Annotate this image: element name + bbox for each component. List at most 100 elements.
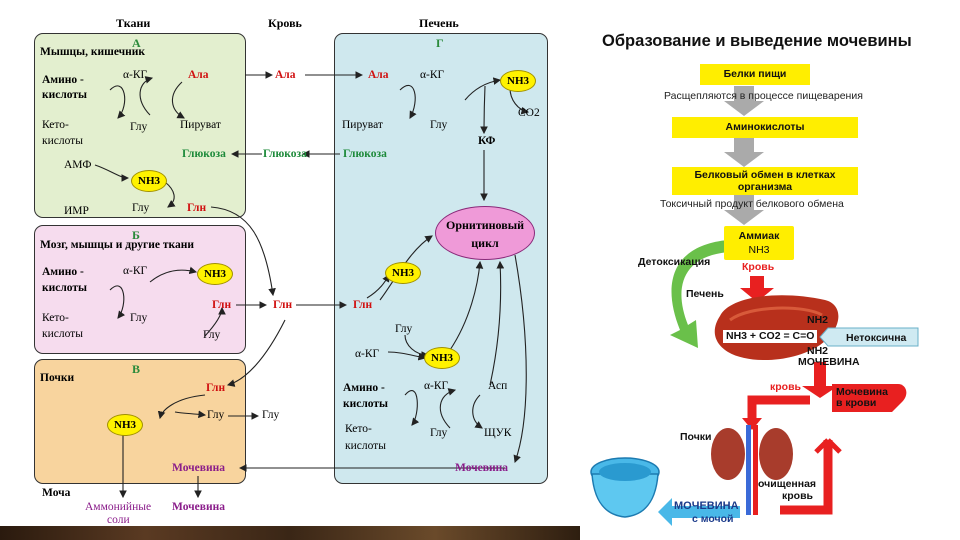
column-liver: Печень: [419, 16, 459, 30]
urea-formation-infographic: Образование и выведение мочевины Белки п…: [580, 0, 960, 540]
liver-label: Печень: [686, 288, 724, 300]
digest-caption: Расщепляются в процессе пищеварения: [664, 90, 863, 102]
liver-akg2: α-КГ: [355, 348, 380, 360]
liver-nh3-bubble: NH3: [500, 70, 536, 92]
cleaned-blood-line2: кровь: [782, 490, 813, 502]
toxic-caption: Токсичный продукт белкового обмена: [660, 198, 844, 210]
infographic-title: Образование и выведение мочевины: [602, 32, 912, 50]
liver-glu: Глу: [430, 119, 448, 131]
box-b-gln: Глн: [212, 299, 232, 311]
urea-urine-line1: МОЧЕВИНА: [674, 500, 739, 512]
blood-gln: Глн: [273, 299, 293, 311]
box-a-imr: ИМР: [64, 205, 89, 217]
detox-label: Детоксикация: [638, 256, 711, 268]
box-b-keto2: кислоты: [42, 328, 83, 340]
dark-texture-strip: [0, 526, 580, 540]
box-v-title: Почки: [40, 372, 75, 384]
kidneys-label: Почки: [680, 431, 712, 443]
box-a-amf: АМФ: [64, 159, 92, 171]
box-a-title: Мышцы, кишечник: [40, 46, 146, 58]
box-a-nh3-bubble: NH3: [131, 170, 167, 192]
nh2-bottom: NH2: [807, 345, 829, 357]
box-b-akg: α-КГ: [123, 265, 148, 277]
box-v-glu: Глу: [207, 409, 225, 421]
amino-acids-box: Аминокислоты: [672, 117, 858, 138]
box-b-amino1: Амино -: [42, 266, 84, 278]
box-a-akg: α-КГ: [123, 69, 148, 81]
nitrogen-metabolism-diagram: Ткани Кровь Печень: [34, 16, 548, 526]
liver-ala: Ала: [368, 69, 389, 81]
liver-glu3: Глу: [430, 427, 448, 439]
box-b-glu: Глу: [130, 312, 148, 324]
urea-urine-line2: с мочой: [692, 513, 734, 525]
liver-akg3: α-КГ: [424, 380, 449, 392]
liver-co2: CO2: [518, 107, 540, 119]
liver-keto2: кислоты: [345, 440, 386, 452]
box-b-nh3-bubble: NH3: [197, 263, 233, 285]
ornithine-cycle: Орнитиновый цикл: [435, 206, 535, 260]
urea-in-blood-badge: Мочевина в крови: [836, 387, 888, 409]
liver-shchuk: ЩУК: [484, 427, 512, 439]
box-b-glu2: Глу: [203, 329, 221, 341]
liver-urea: Мочевина: [455, 462, 508, 474]
box-v-gln: Глн: [206, 382, 226, 394]
box-a-pyruvate: Пируват: [180, 119, 221, 131]
blood-glucose: Глюкоза: [263, 148, 307, 160]
urea-caps-label: МОЧЕВИНА: [798, 356, 860, 368]
blood-ala: Ала: [275, 69, 296, 81]
box-brain-tissues: [34, 225, 246, 354]
box-b-title: Мозг, мышцы и другие ткани: [40, 239, 194, 251]
urea-blood-line1: Мочевина: [836, 386, 888, 398]
liver-amino2: кислоты: [343, 398, 389, 410]
box-a-glucose: Глюкоза: [182, 148, 226, 160]
liver-asp: Асп: [488, 380, 508, 392]
box-a-amino1: Амино -: [42, 74, 84, 86]
food-proteins-box: Белки пищи: [700, 64, 810, 85]
liver-letter: Г: [436, 36, 444, 50]
liver-nh3-bubble-3: NH3: [424, 347, 460, 369]
blood-glu: Глу: [262, 409, 280, 421]
column-blood: Кровь: [268, 16, 302, 30]
liver-nh3-bubble-2: NH3: [385, 262, 421, 284]
box-a-glu: Глу: [130, 121, 148, 133]
reaction-formula: NH3 + CO2 = C=O: [723, 330, 818, 343]
box-b-amino2: кислоты: [42, 282, 88, 294]
protein-exchange-box: Белковый обмен в клетках организма: [672, 167, 858, 195]
urine-label: Моча: [42, 487, 71, 499]
liver-akg: α-КГ: [420, 69, 445, 81]
column-tissues: Ткани: [116, 16, 151, 30]
liver-glu2: Глу: [395, 323, 413, 335]
diagram-arrows: [94, 71, 530, 499]
box-a-keto2: кислоты: [42, 135, 83, 147]
ammonia-line2: NH3: [748, 244, 770, 256]
liver-glucose: Глюкоза: [343, 148, 387, 160]
infographic-shapes: [590, 86, 919, 526]
liver-kf: КФ: [478, 135, 496, 147]
liver-pyruvate: Пируват: [342, 119, 383, 131]
bottom-urea: Мочевина: [172, 501, 225, 513]
protein-exchange-line1: Белковый обмен в клетках: [694, 169, 836, 181]
box-v-letter: В: [132, 362, 141, 376]
box-a-amino2: кислоты: [42, 89, 88, 101]
liver-keto1: Кето-: [345, 423, 372, 435]
box-v-urea: Мочевина: [172, 462, 225, 474]
box-liver: [334, 33, 548, 484]
liver-gln: Глн: [353, 299, 373, 311]
protein-exchange-line2: организма: [737, 181, 793, 193]
nh2-top: NH2: [807, 314, 829, 326]
box-v-nh3-bubble: NH3: [107, 414, 143, 436]
box-a-letter: А: [132, 36, 141, 50]
urea-blood-line2: в крови: [836, 397, 877, 409]
ornithine-line1: Орнитиновый: [445, 218, 525, 232]
box-b-letter: Б: [132, 228, 140, 242]
ammonia-box: Аммиак NH3: [724, 226, 794, 260]
box-a-keto1: Кето-: [42, 119, 69, 131]
box-a-glu2: Глу: [132, 202, 150, 214]
ammonium-line2: соли: [107, 514, 130, 526]
blood-label-1: Кровь: [742, 261, 775, 273]
box-a-gln: Глн: [187, 202, 207, 214]
blood-label-2: кровь: [770, 381, 801, 393]
box-a-ala: Ала: [188, 69, 209, 81]
ammonia-line1: Аммиак: [738, 230, 780, 242]
box-b-keto1: Кето-: [42, 312, 69, 324]
